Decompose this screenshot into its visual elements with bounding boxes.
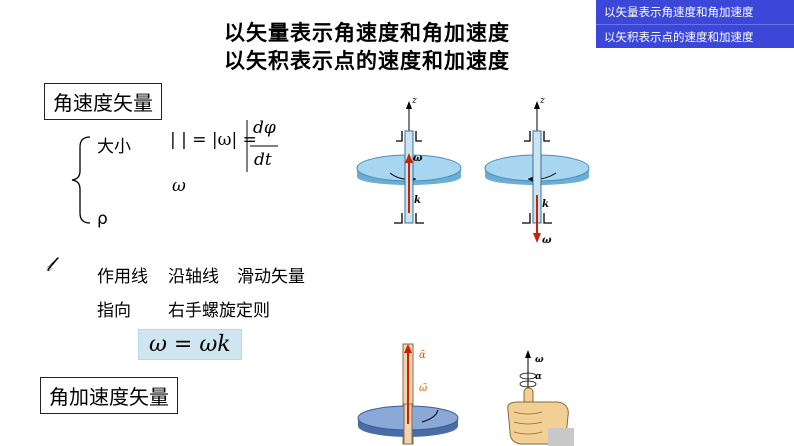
section-label-angular-acceleration: 角加速度矢量 — [40, 377, 178, 414]
omega-label-1: ω — [413, 153, 423, 164]
fraction-denominator: dt — [254, 150, 272, 170]
k-label-2: k — [542, 199, 549, 210]
omega-label-disk: ω̄ — [419, 383, 428, 394]
right-hand-rule-icon — [507, 350, 574, 446]
disk-figure-alpha — [357, 343, 459, 445]
disk-figure-omega-up — [356, 101, 462, 224]
omega-label-hand: ω — [535, 355, 544, 365]
k-label-1: k — [414, 195, 421, 206]
brace-icon — [71, 136, 91, 224]
line-of-action-value-2: 滑动矢量 — [237, 267, 305, 287]
z-axis-label-2: z — [540, 96, 545, 106]
line-of-action-label: 作用线 — [97, 267, 148, 287]
fraction-numerator: dφ — [253, 118, 276, 138]
section-label-angular-velocity: 角速度矢量 — [44, 83, 162, 120]
rho-label: ρ — [97, 209, 108, 229]
z-axis-label-1: z — [412, 96, 417, 106]
script-l-symbol: 𝓁 — [46, 252, 53, 276]
magnitude-formula-bars: | | = |ω| = — [170, 130, 257, 150]
alpha-label-hand: α — [535, 372, 542, 382]
direction-label: 指向 — [97, 301, 131, 321]
alpha-label-disk: ᾱ — [419, 350, 426, 361]
heading-line-1: 以矢量表示角速度和角加速度 — [224, 21, 510, 45]
omega-symbol: ω — [172, 176, 186, 196]
formula-omega-vector: ω = ωk — [138, 329, 242, 360]
line-of-action-value-1: 沿轴线 — [168, 267, 219, 287]
nav-link-cross-product[interactable]: 以矢积表示点的速度和加速度 — [596, 24, 794, 48]
magnitude-label: 大小 — [97, 137, 131, 157]
heading-line-2: 以矢积表示点的速度和加速度 — [224, 49, 510, 73]
direction-value: 右手螺旋定则 — [168, 301, 270, 321]
nav-link-angular-vectors[interactable]: 以矢量表示角速度和角加速度 — [596, 0, 794, 24]
fraction-bar — [246, 120, 278, 172]
disk-figure-omega-down — [484, 101, 590, 243]
omega-label-2: ω — [542, 235, 552, 246]
magnitude-formula-lhs: | | = |ω| = — [170, 130, 257, 150]
